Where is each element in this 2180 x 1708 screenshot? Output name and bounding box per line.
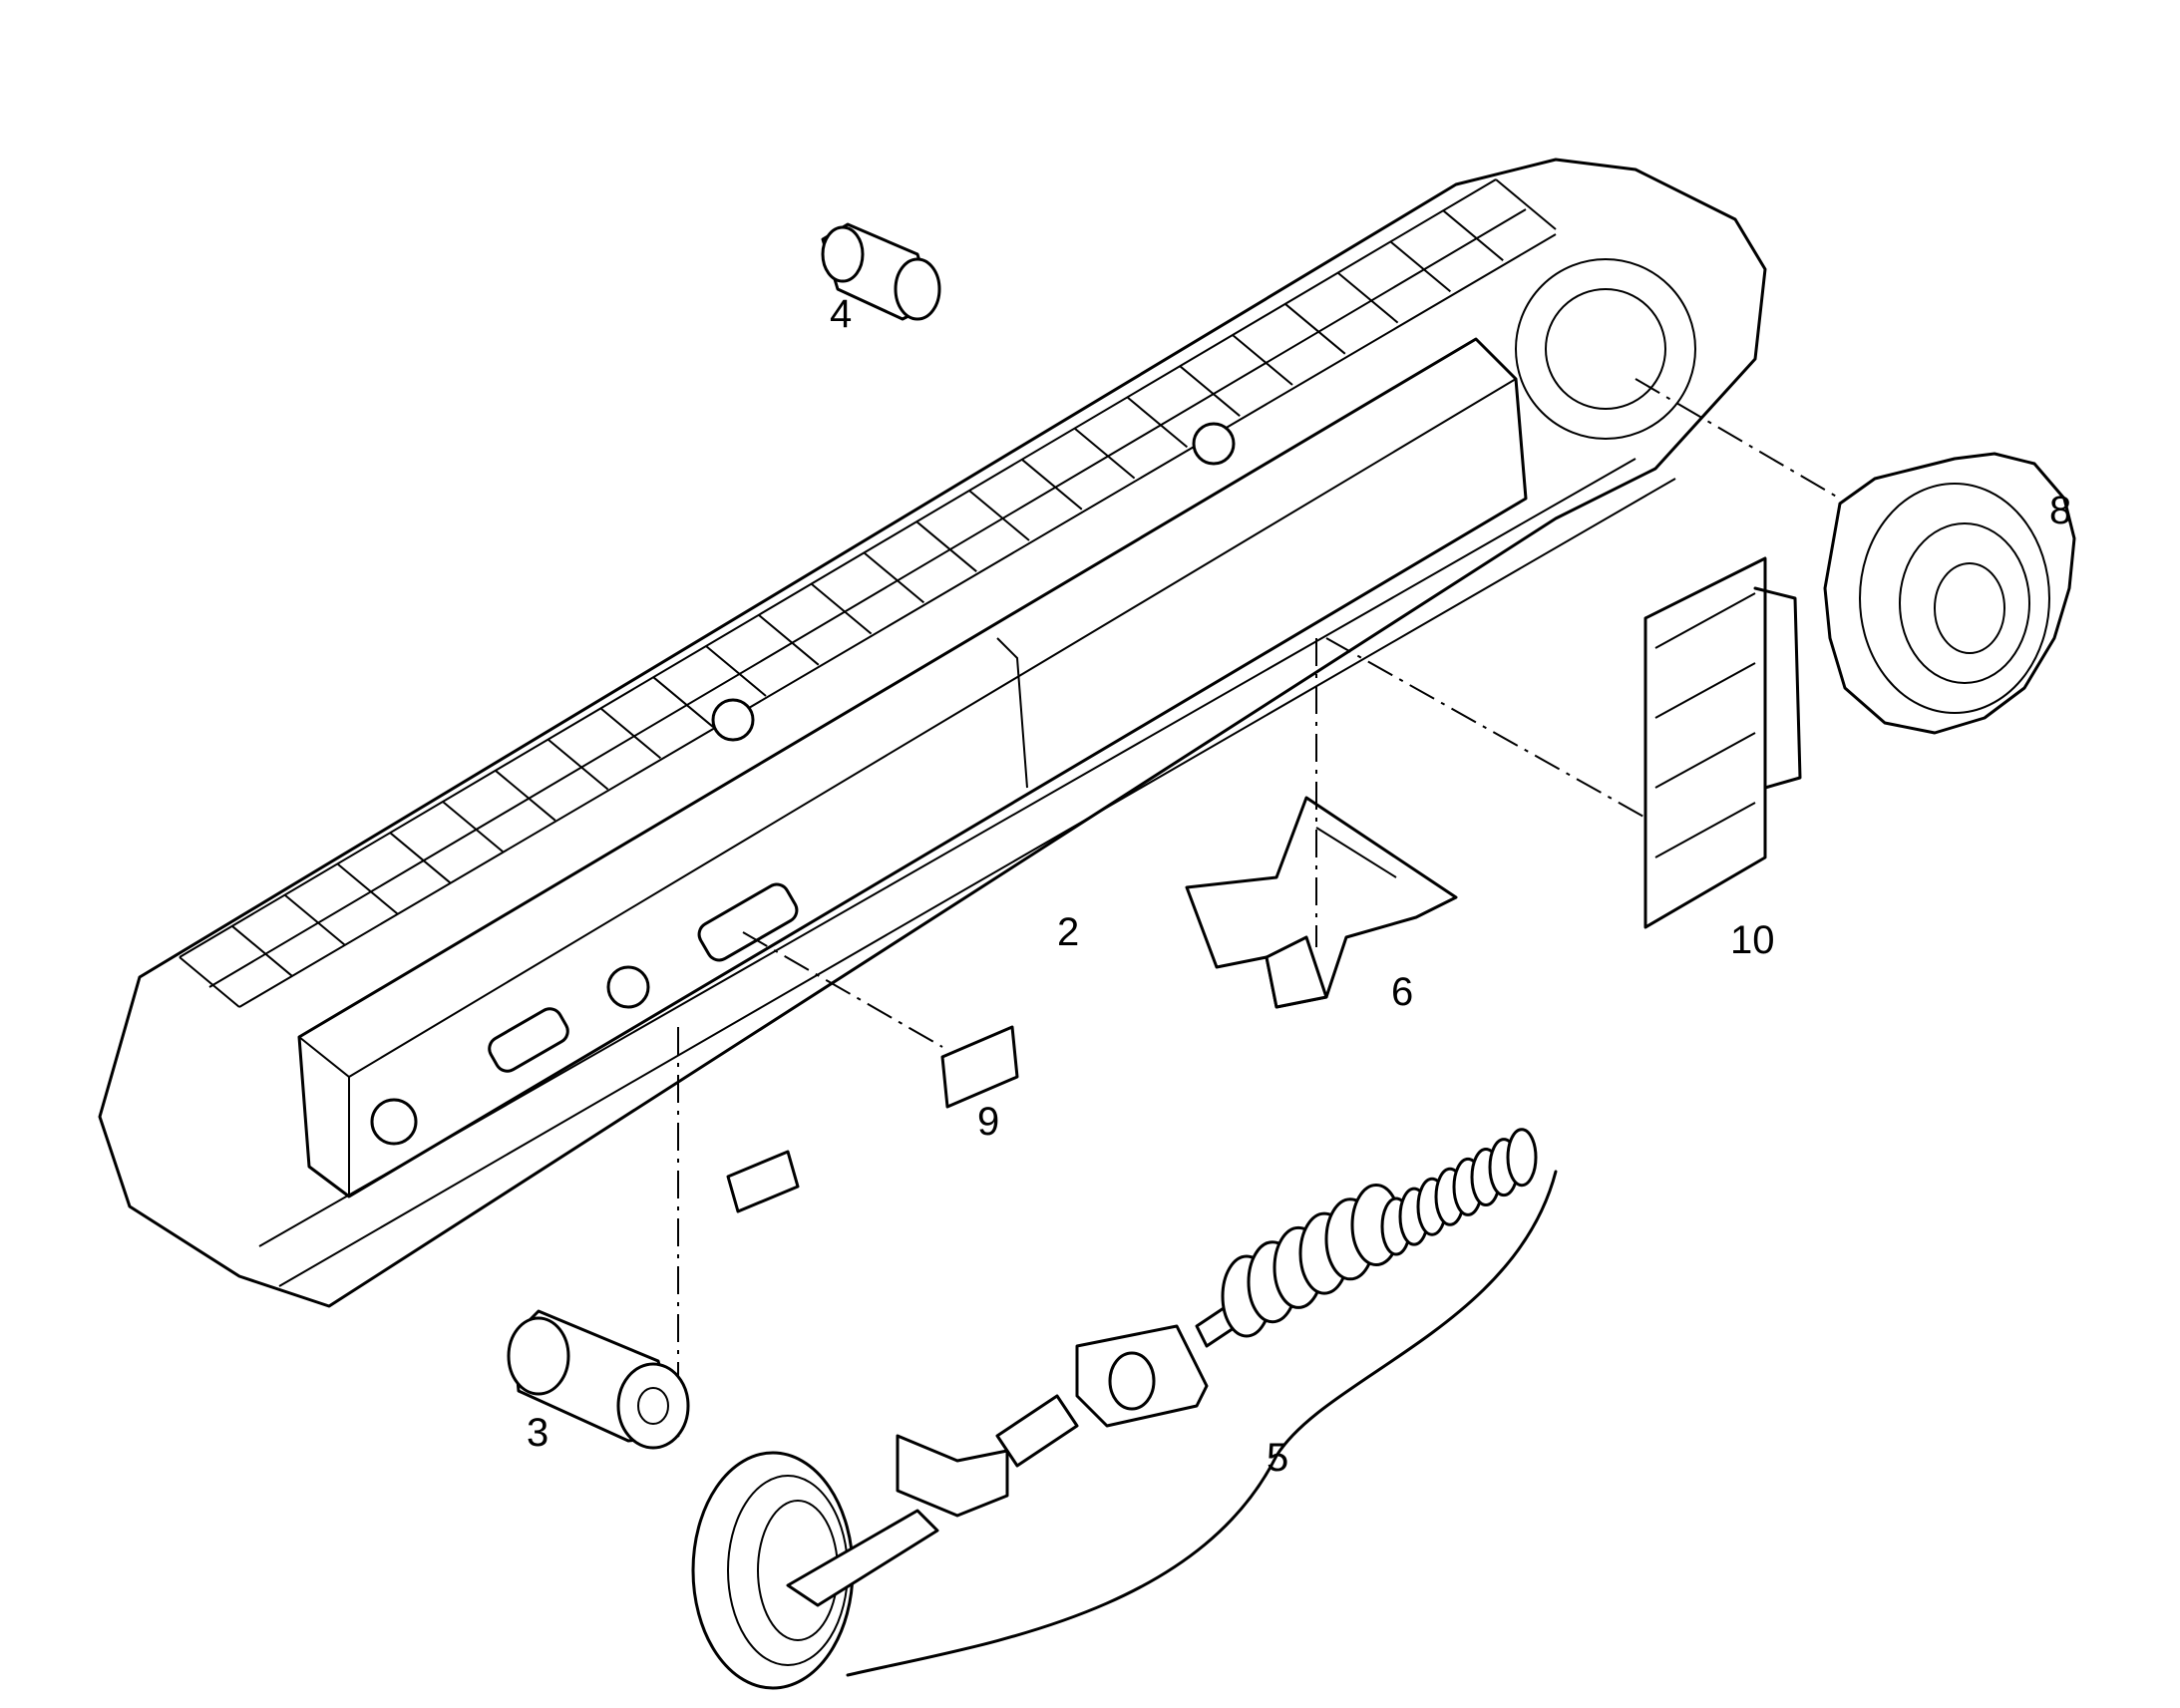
callout-9: 9 [977,1100,999,1144]
callout-5: 5 [1267,1436,1288,1480]
cover-plate [726,1025,1019,1213]
leader-lines [677,378,1841,1376]
idler-recoil-group [691,1128,1558,1690]
track-assembly [98,158,1767,1308]
callout-3: 3 [527,1411,548,1455]
track-guard [1185,796,1458,1009]
recoil-spring-large [1221,1184,1402,1338]
yoke [896,1434,1009,1518]
track-frame [297,337,1528,1198]
recoil-spring-small [1380,1128,1538,1256]
callout-2: 2 [1057,910,1079,954]
callout-4: 4 [830,292,852,336]
callout-6: 6 [1391,970,1413,1014]
callout-8: 8 [2049,489,2071,532]
track-shoes-top [179,178,1557,1008]
step-rail [1643,556,1802,929]
track-shoe-dividers [179,178,1557,1008]
drive-sprocket [1823,452,2076,735]
carrier-roller [821,222,941,321]
track-roller [507,1309,690,1450]
callout-10: 10 [1730,918,1775,962]
